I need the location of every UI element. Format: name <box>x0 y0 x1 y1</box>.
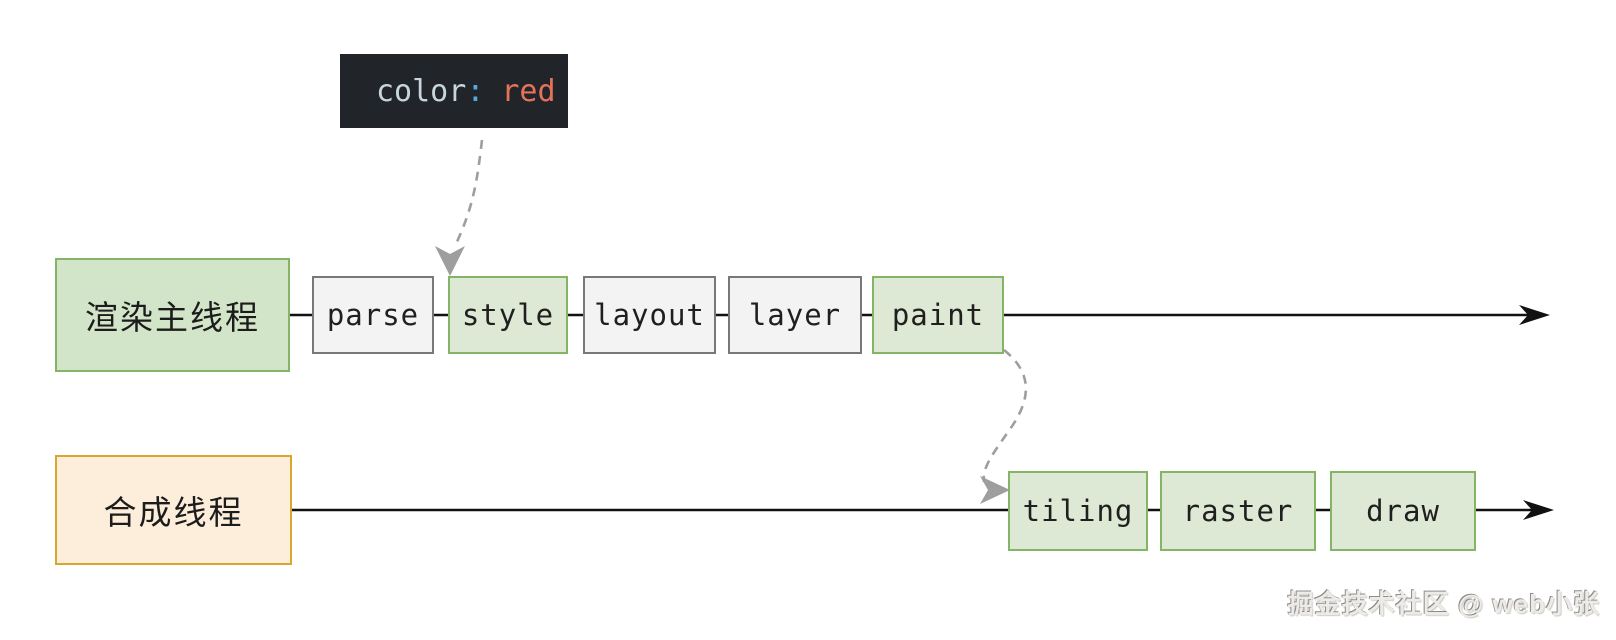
stage-layer: layer <box>728 276 862 354</box>
css-separator: : <box>466 73 485 109</box>
stage-paint: paint <box>872 276 1004 354</box>
stage-layout: layout <box>583 276 716 354</box>
stage-raster: raster <box>1160 471 1316 551</box>
css-property: color <box>376 73 467 109</box>
main-thread-label: 渲染主线程 <box>55 258 290 372</box>
paint-to-tiling-dashed-arrow <box>980 348 1028 504</box>
css-code-tooltip: color: red <box>340 54 568 128</box>
stage-draw: draw <box>1330 471 1476 551</box>
stage-style: style <box>448 276 568 354</box>
stage-parse: parse <box>312 276 434 354</box>
tooltip-to-style-dashed-arrow <box>435 139 484 276</box>
compositor-thread-label: 合成线程 <box>55 455 292 565</box>
css-value: red <box>501 73 556 109</box>
watermark: 掘金技术社区 @ web小张 <box>1287 589 1600 619</box>
compositor-thread-timeline-arrow <box>292 500 1554 520</box>
stage-tiling: tiling <box>1008 471 1148 551</box>
